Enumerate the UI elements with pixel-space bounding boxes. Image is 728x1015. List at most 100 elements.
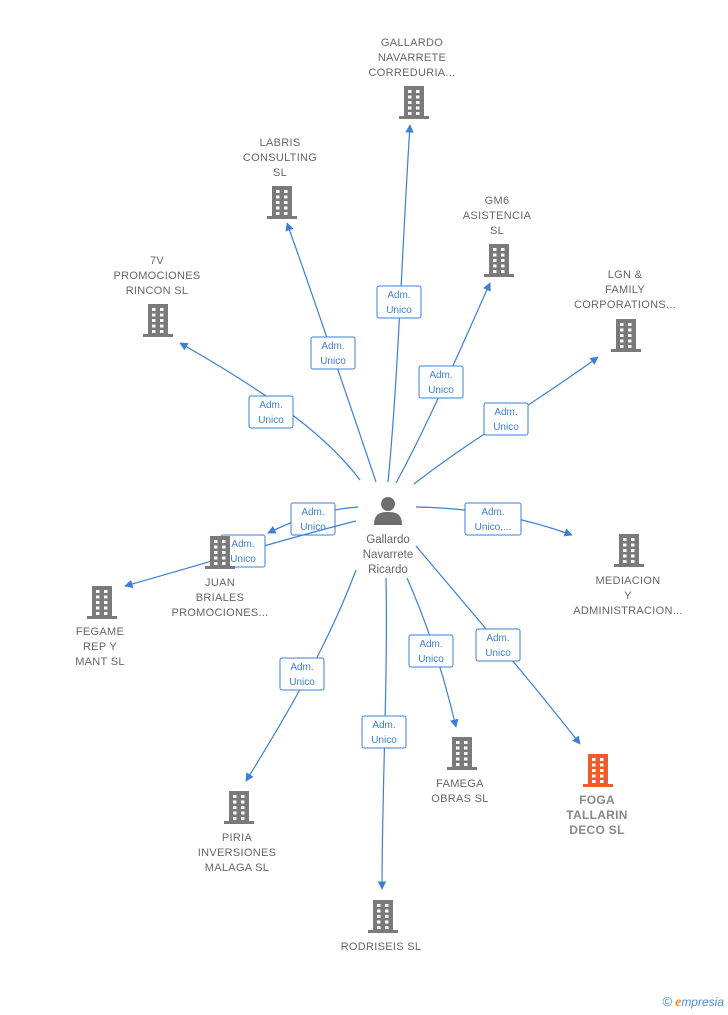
edge-role-badge[interactable]: Adm.Unico xyxy=(361,715,407,749)
edge-role-badge[interactable]: Adm. Unico xyxy=(475,628,521,662)
role-badge-box xyxy=(290,502,336,536)
company-label-line: GM6 xyxy=(485,195,510,207)
role-label-line: Unico xyxy=(230,554,256,565)
company-node-juan-briales[interactable]: JUANBRIALESPROMOCIONES... xyxy=(171,536,268,619)
company-label-line: CORREDURIA... xyxy=(368,67,455,79)
company-label-line: NAVARRETE xyxy=(378,52,446,64)
company-label-line: OBRAS SL xyxy=(431,793,488,805)
role-label-line: Unico xyxy=(320,356,346,367)
edge-gallardo-navarrete-correduria: Adm.Unico xyxy=(376,124,422,483)
company-label-line: MANT SL xyxy=(75,656,125,668)
building-icon xyxy=(267,186,297,219)
company-label-line: BRIALES xyxy=(196,592,245,604)
edge-role-badge[interactable]: Adm.Unico xyxy=(376,285,422,319)
company-label-line: PROMOCIONES xyxy=(113,270,200,282)
edge-rodriseis: Adm.Unico xyxy=(361,577,407,890)
role-badge-box xyxy=(248,395,294,429)
edge-role-badge[interactable]: Adm.Unico xyxy=(279,657,325,691)
company-node-famega[interactable]: FAMEGA OBRAS SL xyxy=(431,737,488,805)
building-icon xyxy=(399,86,429,119)
role-label-line: Adm. xyxy=(301,507,324,518)
company-label-line: 7V xyxy=(150,255,164,267)
company-label-line: RODRISEIS SL xyxy=(341,941,422,953)
role-badge-box xyxy=(376,285,422,319)
company-node-mediacion[interactable]: MEDIACIONYADMINISTRACION... xyxy=(573,534,683,617)
company-node-gallardo-navarrete-correduria[interactable]: GALLARDO NAVARRETE CORREDURIA... xyxy=(368,37,455,119)
company-label-line: LGN & xyxy=(608,269,643,281)
role-badge-box xyxy=(483,402,529,436)
nodes-layer: GALLARDO NAVARRETE CORREDURIA... LABRIS CONS… xyxy=(75,37,683,953)
company-label-line: ASISTENCIA xyxy=(463,210,532,222)
building-icon xyxy=(484,244,514,277)
role-label-line: Unico xyxy=(493,422,519,433)
role-label-line: Unico xyxy=(428,385,454,396)
company-label-line: FEGAME xyxy=(76,626,124,638)
edge-7v-promociones: Adm. Unico xyxy=(179,342,361,481)
edge-role-badge[interactable]: Adm. Unico xyxy=(483,402,529,436)
company-label-line: CORPORATIONS... xyxy=(574,299,676,311)
role-badge-box xyxy=(464,502,522,536)
edge-gm6-asistencia: Adm.Unico xyxy=(395,282,491,484)
company-node-lgn-family[interactable]: LGN & FAMILY CORPORATIONS... xyxy=(574,269,676,352)
person-name-line: Navarrete xyxy=(363,549,414,561)
company-label-line: SL xyxy=(490,225,504,237)
company-label-line: FOGA xyxy=(579,793,615,807)
edges-layer: Adm.UnicoAdm.UnicoAdm.UnicoAdm.UnicoAdm.… xyxy=(124,124,599,890)
company-label-line: PIRIA xyxy=(222,832,253,844)
company-label-line: DECO SL xyxy=(569,823,624,837)
role-label-line: Adm. xyxy=(486,633,509,644)
edge-role-badge[interactable]: Adm.Unico,... xyxy=(464,502,522,536)
edge-arrow xyxy=(179,342,361,481)
role-label-line: Adm. xyxy=(321,341,344,352)
company-label-line: ADMINISTRACION... xyxy=(573,605,683,617)
company-label-line: FAMILY xyxy=(605,284,645,296)
company-label-line: LABRIS xyxy=(260,137,301,149)
company-label-line: GALLARDO xyxy=(381,37,443,49)
role-label-line: Adm. xyxy=(259,400,282,411)
edge-role-badge[interactable]: Adm.Unico xyxy=(418,365,464,399)
company-label-line: FAMEGA xyxy=(436,778,484,790)
role-label-line: Adm. xyxy=(481,507,504,518)
person-icon xyxy=(374,497,402,525)
role-label-line: Adm. xyxy=(387,290,410,301)
role-label-line: Unico xyxy=(485,648,511,659)
company-label-line: CONSULTING xyxy=(243,152,317,164)
role-label-line: Adm. xyxy=(290,662,313,673)
company-label-line: JUAN xyxy=(205,577,235,589)
building-icon xyxy=(611,319,641,352)
edge-role-badge[interactable]: Adm.Unico xyxy=(408,634,454,668)
building-icon xyxy=(614,534,644,567)
role-label-line: Adm. xyxy=(231,539,254,550)
company-node-rodriseis[interactable]: RODRISEIS SL xyxy=(341,900,422,953)
building-icon xyxy=(205,536,235,569)
edge-role-badge[interactable]: Adm. Unico xyxy=(220,534,266,568)
edge-role-badge[interactable]: Adm. Unico xyxy=(290,502,336,536)
edge-role-badge[interactable]: Adm. Unico xyxy=(310,336,356,370)
company-node-piria[interactable]: PIRIA INVERSIONES MALAGA SL xyxy=(198,791,277,874)
person-name-line: Ricardo xyxy=(368,564,408,576)
role-label-line: Unico xyxy=(258,415,284,426)
edge-juan-briales: Adm. Unico xyxy=(267,502,359,536)
role-badge-box xyxy=(310,336,356,370)
company-label-line: INVERSIONES xyxy=(198,847,277,859)
company-label-line: Y xyxy=(624,590,632,602)
edge-role-badge[interactable]: Adm. Unico xyxy=(248,395,294,429)
edge-fegame: Adm. Unico xyxy=(124,520,357,589)
role-label-line: Adm. xyxy=(494,407,517,418)
brand-name: mpresia xyxy=(681,995,724,1009)
edge-piria: Adm.Unico xyxy=(245,569,357,782)
company-label-line: MALAGA SL xyxy=(205,862,269,874)
edge-labris-consulting: Adm. Unico xyxy=(285,222,377,483)
brand-logo[interactable]: ©empresia xyxy=(663,994,725,1011)
role-badge-box xyxy=(408,634,454,668)
role-label-line: Unico xyxy=(300,522,326,533)
building-icon xyxy=(583,754,613,787)
building-icon xyxy=(87,586,117,619)
